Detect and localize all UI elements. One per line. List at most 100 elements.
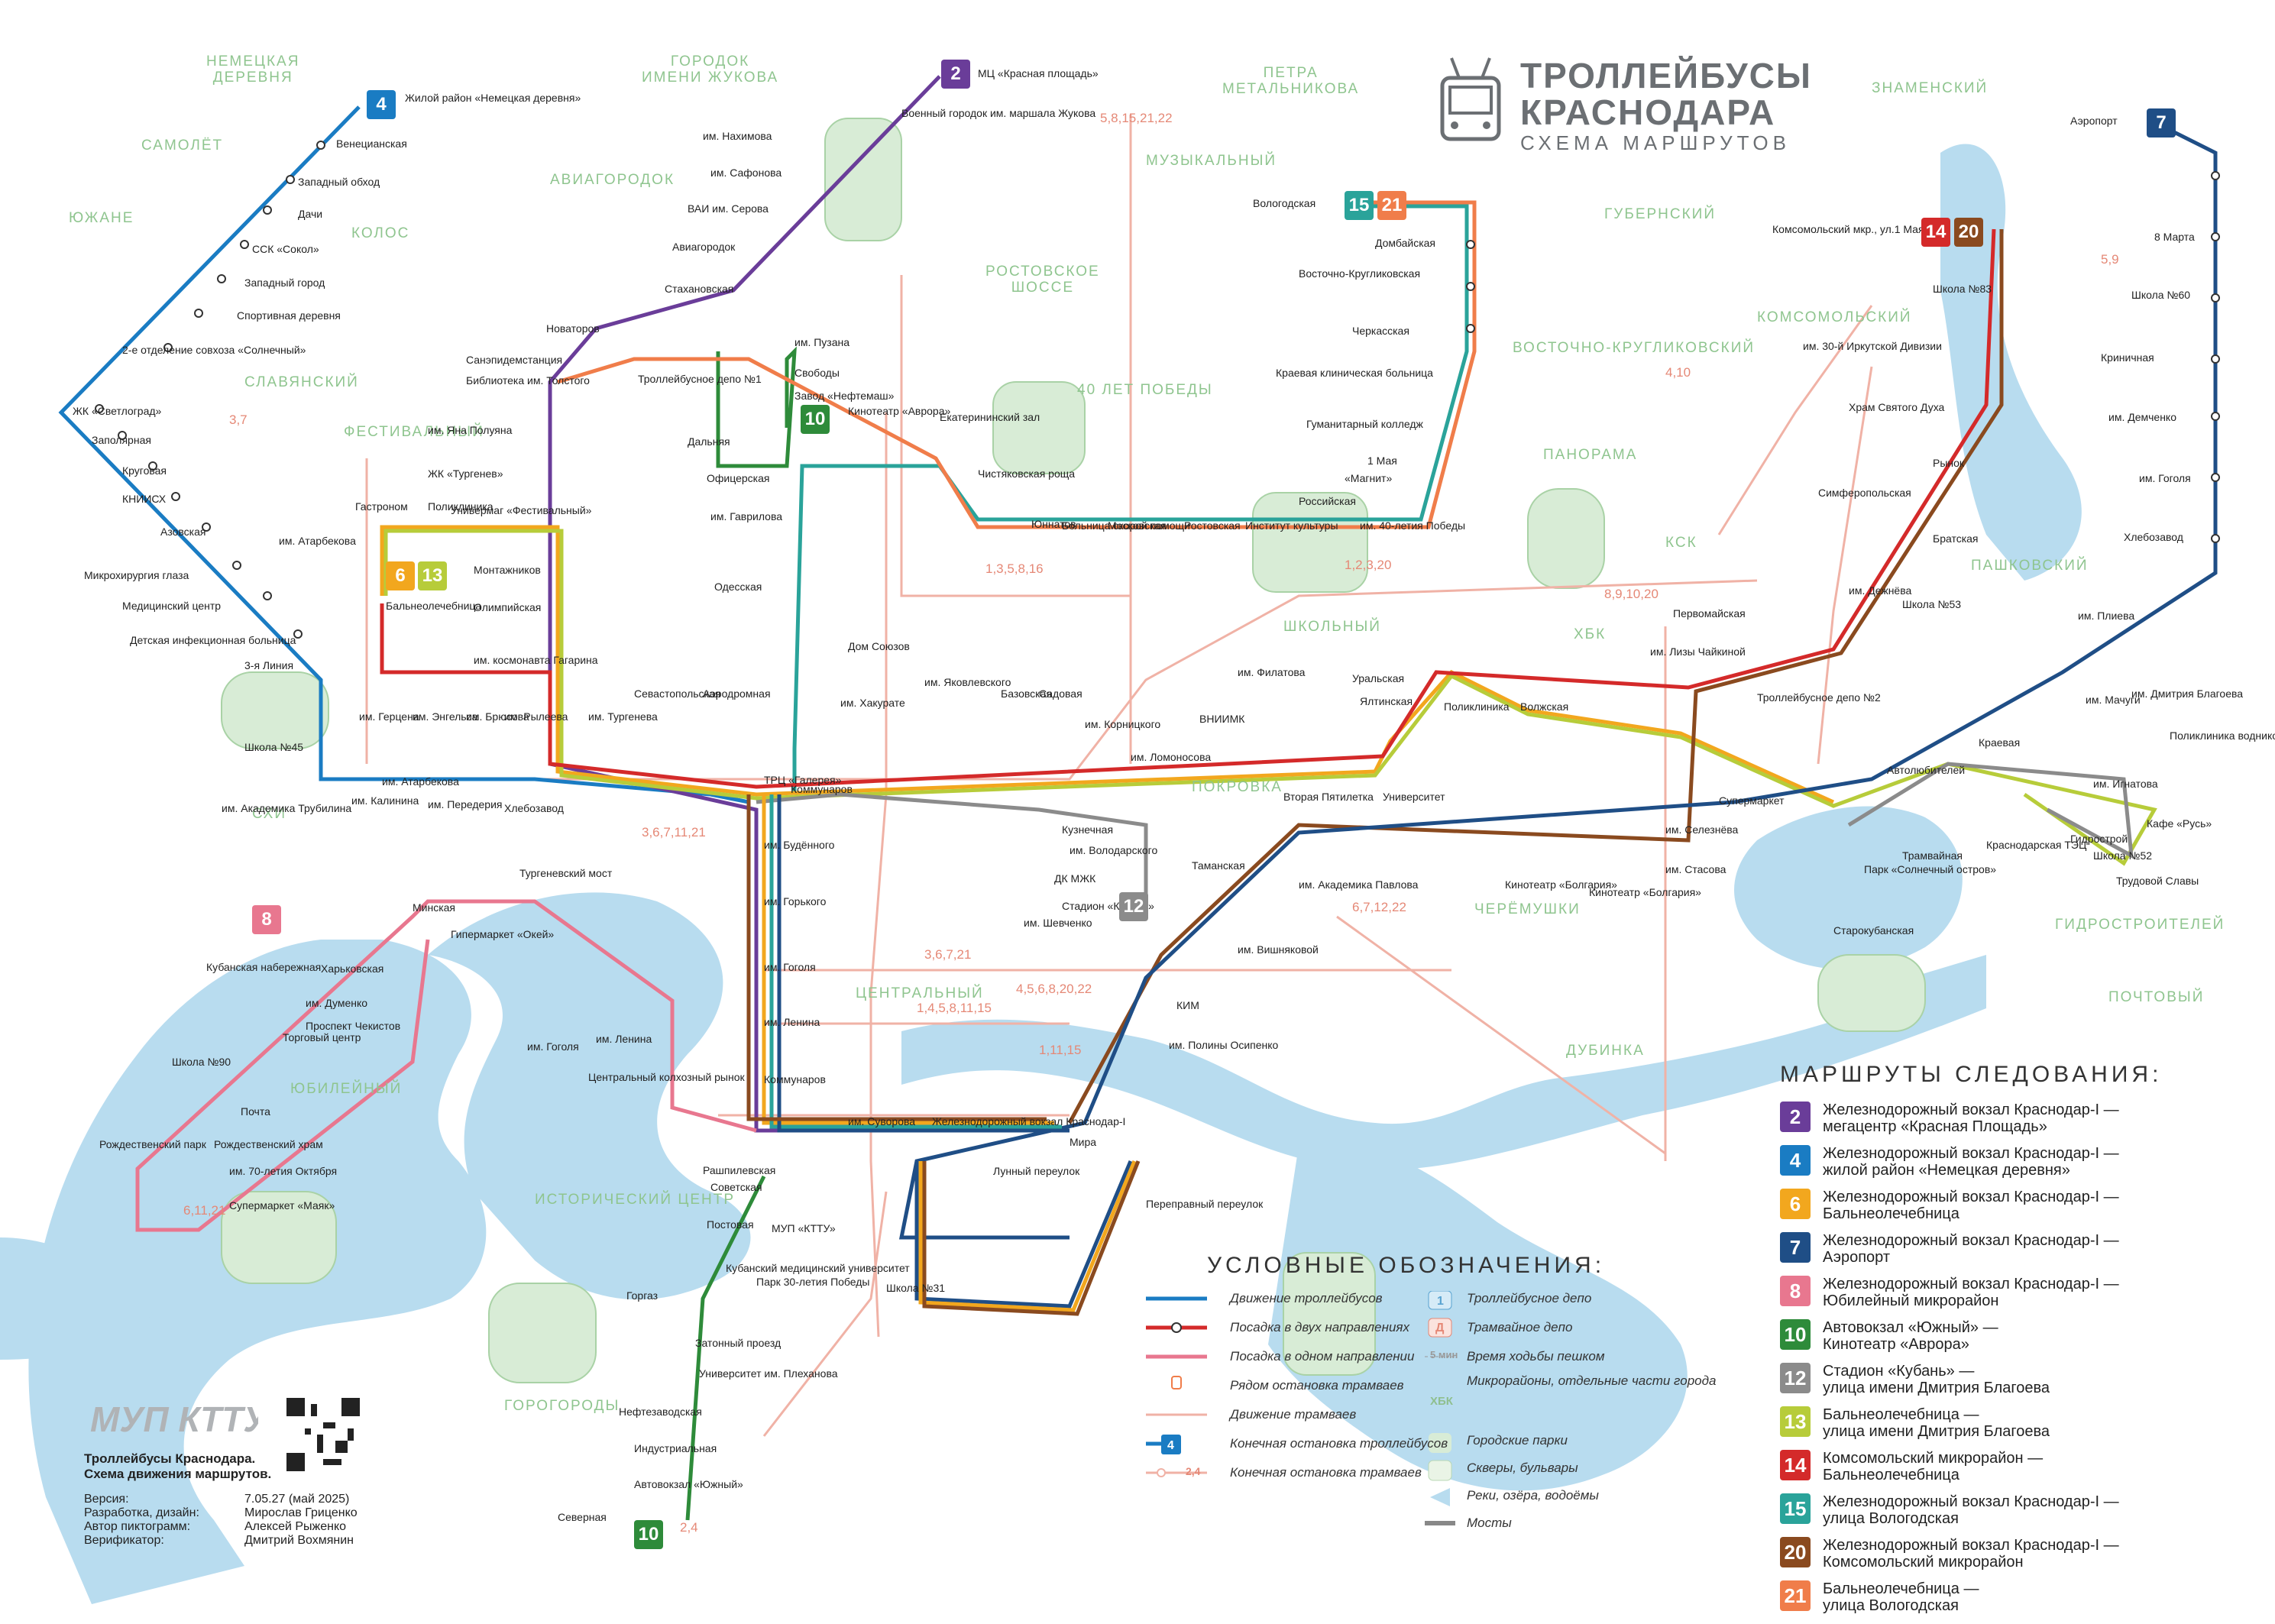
park-gorodskoy-sad: [1283, 1252, 1376, 1376]
station-label: Заполярная: [92, 434, 151, 446]
station-label: Горгаз: [626, 1289, 659, 1302]
station-label: Западный обход: [298, 176, 380, 188]
park-solnechny: [1817, 954, 1926, 1032]
station-label: Школа №31: [886, 1282, 946, 1294]
station-label: Кузнечная: [1062, 823, 1114, 836]
station-label: им. Атарбекова: [382, 775, 459, 788]
title-line-3: СХЕМА МАРШРУТОВ: [1520, 131, 1791, 154]
station-label: Трудовой Славы: [2116, 875, 2199, 887]
station-label: Проспект Чекистов: [306, 1020, 401, 1032]
station-label: им. Володарского: [1070, 844, 1158, 856]
station-label: Советская: [710, 1181, 762, 1193]
district-label: ПОКРОВКА: [1192, 779, 1283, 795]
station-label: им. Энгельса: [413, 710, 478, 723]
station-label: им. Стасова: [1665, 863, 1726, 875]
station-label: Кубанский медицинский университет: [726, 1262, 910, 1274]
district-label: ВОСТОЧНО-КРУГЛИКОВСКИЙ: [1513, 340, 1756, 356]
station-label: им. Гаврилова: [710, 510, 783, 522]
route-21-line: [557, 200, 1477, 529]
district-label: ПЕТРА МЕТАЛЬНИКОВА: [1222, 65, 1360, 97]
station-label: ЖК «Тургенев»: [428, 467, 503, 480]
station-label: Лунный переулок: [993, 1165, 1080, 1177]
station-label: Рождественский парк: [99, 1138, 206, 1150]
legend-item: Движение трамваев: [1230, 1407, 1357, 1422]
station-label: Парк 30-летия Победы: [756, 1276, 870, 1288]
station-label: Троллейбусное депо №2: [1757, 691, 1881, 704]
terminal-badge-10: 10: [801, 405, 830, 434]
route-description: Железнодорожный вокзал Краснодар-I — Аэр…: [1823, 1232, 2119, 1266]
trolleybus-icon: [1440, 57, 1501, 141]
station-label: Военный городок им. маршала Жукова: [901, 107, 1096, 119]
station-label: им. Суворова: [848, 1115, 916, 1127]
credit-row: Разработка, дизайн:Мирослав Гриценко: [84, 1506, 542, 1520]
station-label: Кинотеатр «Болгария»: [1589, 886, 1701, 898]
station-label: Хлебозавод: [2124, 531, 2183, 543]
station-label: им. космонавта Гагарина: [474, 654, 598, 666]
station-label: Университет им. Плеханова: [699, 1367, 838, 1380]
station-label: Таманская: [1192, 859, 1245, 872]
route-description: Стадион «Кубань» — улица имени Дмитрия Б…: [1823, 1363, 2050, 1396]
district-label: МУЗЫКАЛЬНЫЙ: [1146, 153, 1277, 169]
station-label: Институт культуры: [1245, 519, 1338, 532]
station-label: им. Передерия: [428, 798, 503, 810]
route-20-line: [1067, 229, 2004, 1124]
station-label: Старокубанская: [1833, 924, 1914, 937]
legend-item: Трамвайное депо: [1467, 1320, 1573, 1334]
station-label: Индустриальная: [634, 1442, 717, 1454]
botanical-garden: [221, 671, 329, 749]
district-label: ЗНАМЕНСКИЙ: [1872, 80, 1989, 96]
station-label: Железнодорожный вокзал Краснодар-I: [932, 1115, 1126, 1127]
station-label: им. Калинина: [351, 794, 419, 807]
station-label: Тургеневский мост: [519, 867, 613, 879]
district-label: ЮБИЛЕЙНЫЙ: [290, 1081, 403, 1097]
route-6-13-line: [380, 525, 1835, 804]
station-label: МУП «КТТУ»: [772, 1222, 836, 1234]
station-label: Домбайская: [1375, 237, 1435, 249]
station-label: им. Герцена: [359, 710, 419, 723]
legend-item: Микрорайоны, отдельные части города: [1467, 1373, 1717, 1388]
station-label: Аэропорт: [2070, 115, 2118, 127]
station-label: Рождественский храм: [214, 1138, 323, 1150]
route-badge-15: 15: [1780, 1493, 1811, 1524]
legend-item: Время ходьбы пешком: [1467, 1349, 1605, 1364]
terminal-badge-20: 20: [1954, 218, 1983, 247]
credit-key: Верификатор:: [84, 1534, 164, 1547]
legend-item: Скверы, бульвары: [1467, 1461, 1578, 1475]
station-label: им. Гоголя: [527, 1040, 579, 1053]
station-label: Жилой район «Немецкая деревня»: [405, 92, 581, 104]
station-label: Универмаг «Фестивальный»: [451, 504, 592, 516]
station-label: Российская: [1299, 495, 1356, 507]
station-label: Санэпидемстанция: [466, 354, 563, 366]
station-label: Микрохирургия глаза: [84, 569, 189, 581]
route-row-12: 12 Стадион «Кубань» — улица имени Дмитрия…: [1780, 1363, 2254, 1406]
station-label: Дачи: [298, 208, 323, 220]
station-label: Комсомольский мкр., ул.1 Мая: [1772, 223, 1924, 235]
station-label: Автолюбителей: [1887, 764, 1966, 776]
station-label: Краснодарская ТЭЦ: [1986, 839, 2087, 851]
tram-route-label: 5,9: [2101, 252, 2119, 267]
terminal-badge-15: 15: [1345, 191, 1374, 220]
credit-key: Автор пиктограмм:: [84, 1520, 191, 1533]
tram-lines: [365, 115, 1873, 1437]
station-label: Дом Союзов: [848, 640, 910, 652]
station-label: 8 Марта: [2154, 231, 2195, 243]
station-label: им. 40-летия Победы: [1360, 519, 1466, 532]
route-badge-12: 12: [1780, 1363, 1811, 1393]
station-label: им. Академика Трубилина: [222, 802, 352, 814]
station-label: Рынок: [1933, 457, 1965, 469]
legend-title: УСЛОВНЫЕ ОБОЗНАЧЕНИЯ:: [1207, 1253, 1606, 1278]
district-label: ФЕСТИВАЛЬНЫЙ: [344, 424, 484, 440]
legend-item: Конечная остановка троллейбусов: [1230, 1436, 1448, 1451]
station-label: Почта: [241, 1105, 270, 1118]
qr-code[interactable]: [286, 1398, 360, 1471]
station-label: Мира: [1070, 1136, 1097, 1148]
route-badge-13: 13: [1780, 1406, 1811, 1437]
station-label: им. 30-й Иркутской Дивизии: [1803, 340, 1942, 352]
credits-title-1: Троллейбусы Краснодара.: [84, 1451, 256, 1466]
terminal-badge-8: 8: [252, 905, 281, 934]
